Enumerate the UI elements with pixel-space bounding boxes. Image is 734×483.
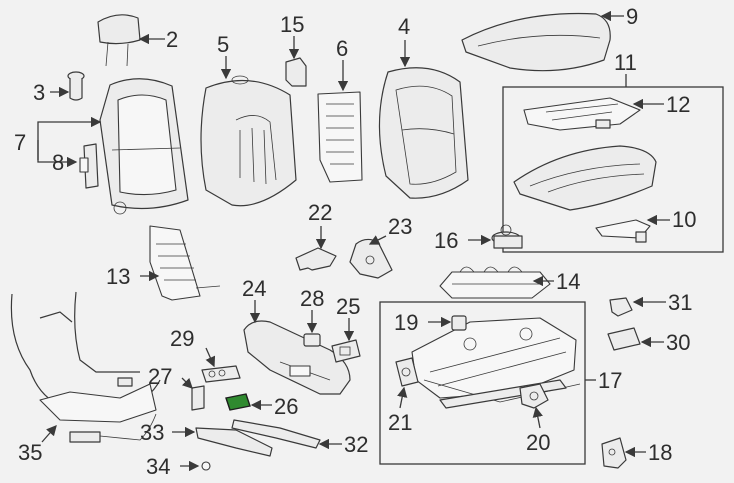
part-9-cushion-cover[interactable] — [461, 12, 611, 72]
part-4-back-cover[interactable] — [378, 67, 469, 199]
part-2-headrest[interactable] — [97, 14, 141, 67]
callout-28: 28 — [300, 286, 324, 311]
part-22-trim-bracket[interactable] — [295, 247, 337, 271]
part-5-back-pad[interactable] — [200, 75, 297, 207]
part-27-cover[interactable] — [191, 385, 205, 411]
callout-27: 27 — [148, 364, 172, 389]
callout-34: 34 — [146, 454, 170, 479]
callout-16: 16 — [434, 228, 458, 253]
callout-23: 23 — [388, 214, 412, 239]
leader-21 — [397, 386, 408, 409]
part-10-bracket[interactable] — [595, 219, 651, 243]
callout-11: 11 — [614, 50, 637, 75]
part-16-motor[interactable] — [491, 224, 523, 249]
part-20-motor[interactable] — [519, 383, 549, 409]
part-31-clip[interactable] — [609, 297, 633, 317]
callout-12: 12 — [666, 92, 690, 117]
part-14-seat-springs[interactable] — [439, 266, 551, 299]
callout-22: 22 — [308, 200, 332, 225]
callout-3: 3 — [33, 80, 45, 105]
leader-8 — [37, 140, 78, 168]
callout-7: 7 — [14, 130, 26, 155]
callout-17: 17 — [598, 368, 622, 393]
callout-10: 10 — [672, 207, 696, 232]
callout-24: 24 — [242, 276, 266, 301]
part-21-motor[interactable] — [395, 357, 419, 387]
part-34-ring[interactable] — [201, 461, 211, 471]
part-13-lumbar[interactable] — [149, 225, 221, 301]
callout-8: 8 — [52, 150, 64, 175]
callout-9: 9 — [626, 4, 638, 29]
callout-4: 4 — [398, 14, 410, 39]
callout-21: 21 — [388, 410, 412, 435]
callout-2: 2 — [166, 27, 178, 52]
callout-31: 31 — [668, 290, 692, 315]
part-12-cushion-pan[interactable] — [523, 97, 641, 131]
callout-15: 15 — [280, 12, 304, 37]
callout-19: 19 — [394, 310, 418, 335]
part-17-seat-adjuster[interactable] — [411, 317, 581, 409]
callout-18: 18 — [648, 440, 672, 465]
leader-35 — [41, 425, 57, 443]
part-3-guide[interactable] — [67, 71, 85, 101]
group-box-17 — [379, 301, 586, 465]
leader-29 — [205, 347, 216, 368]
part-28-switch-knob[interactable] — [303, 333, 321, 347]
part-33-trim[interactable] — [195, 427, 273, 457]
part-18-latch[interactable] — [601, 437, 627, 469]
part-32-trim[interactable] — [231, 419, 321, 449]
part-26-highlighted-switch[interactable] — [225, 393, 251, 411]
callout-13: 13 — [106, 264, 130, 289]
callout-20: 20 — [526, 430, 550, 455]
part-19-bolt[interactable] — [451, 315, 467, 331]
part-29-switch-bezel[interactable] — [201, 365, 241, 383]
part-30-connector[interactable] — [607, 327, 641, 351]
callout-33: 33 — [140, 420, 164, 445]
callout-5: 5 — [217, 32, 229, 57]
callout-30: 30 — [666, 330, 690, 355]
callout-14: 14 — [556, 269, 580, 294]
callout-35: 35 — [18, 440, 42, 465]
group-box-11 — [502, 86, 724, 253]
part-35-wiring-harness[interactable] — [10, 291, 161, 443]
part-7-back-frame[interactable] — [99, 78, 189, 215]
part-8-actuator[interactable] — [79, 143, 99, 189]
callout-6: 6 — [336, 36, 348, 61]
part-25-switch[interactable] — [331, 339, 361, 363]
part-24-side-shield[interactable] — [243, 320, 351, 395]
part-15-bracket[interactable] — [285, 57, 307, 87]
leader-23 — [368, 235, 387, 245]
part-23-bracket[interactable] — [349, 238, 393, 279]
leader-27 — [181, 377, 193, 389]
leader-20 — [532, 406, 543, 429]
part-6-heater-mat[interactable] — [317, 91, 363, 183]
callout-32: 32 — [344, 432, 368, 457]
callout-25: 25 — [336, 294, 360, 319]
callout-26: 26 — [274, 394, 298, 419]
part-13-cushion-pad[interactable] — [513, 145, 657, 211]
callout-29: 29 — [170, 326, 194, 351]
